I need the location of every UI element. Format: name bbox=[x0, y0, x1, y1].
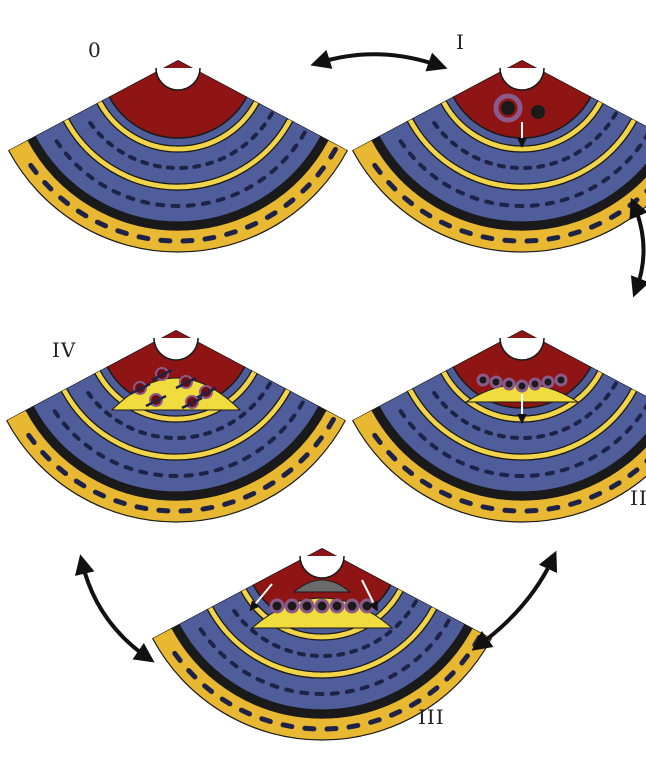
adventitia-cell bbox=[524, 508, 538, 514]
vessel-wedge-I bbox=[352, 60, 646, 252]
foam-cell bbox=[491, 377, 501, 387]
media-cell bbox=[170, 204, 180, 208]
monocyte-nucleus bbox=[501, 101, 515, 115]
foam-cell bbox=[556, 375, 566, 385]
arrow-II-to-III bbox=[478, 558, 553, 646]
foam-cell bbox=[346, 600, 358, 612]
foam-cell bbox=[517, 381, 527, 391]
arrow-I-to-II bbox=[634, 205, 644, 290]
media-cell bbox=[166, 165, 175, 170]
foam-cell bbox=[331, 600, 343, 612]
media-cell bbox=[514, 204, 524, 208]
media-cell bbox=[510, 435, 519, 440]
adventitia-cell bbox=[324, 726, 338, 732]
media-cell bbox=[314, 692, 324, 696]
adventitia-cell bbox=[158, 238, 172, 244]
media-cell bbox=[164, 435, 173, 440]
foam-cell bbox=[543, 377, 553, 387]
stage-label-IV: IV bbox=[52, 338, 76, 362]
media-cell bbox=[510, 165, 519, 170]
foam-cell bbox=[271, 600, 283, 612]
media-cell bbox=[523, 166, 532, 170]
adventitia-cell bbox=[524, 238, 538, 244]
arrow-III-to-IV bbox=[82, 562, 148, 658]
stage-label-II: II bbox=[630, 486, 646, 510]
media-cell bbox=[310, 653, 319, 658]
vessel-wedge-0 bbox=[8, 60, 347, 252]
media-cell bbox=[514, 474, 524, 478]
media-cell bbox=[323, 654, 332, 658]
foam-cell bbox=[301, 600, 313, 612]
foam-cell bbox=[504, 379, 514, 389]
foam-cell bbox=[530, 379, 540, 389]
media-cell bbox=[168, 474, 178, 478]
adventitia-cell bbox=[502, 238, 516, 244]
adventitia-cell bbox=[302, 726, 316, 732]
foam-cell bbox=[316, 600, 328, 612]
adventitia-cell bbox=[178, 508, 192, 514]
foam-cell bbox=[478, 375, 488, 385]
foam-cell bbox=[286, 600, 298, 612]
stage-label-III: III bbox=[418, 705, 445, 729]
adventitia-cell bbox=[180, 238, 194, 244]
stage-label-I: I bbox=[456, 30, 465, 54]
adventitia-cell bbox=[502, 508, 516, 514]
media-cell bbox=[177, 436, 186, 440]
lipid-particle bbox=[531, 105, 545, 119]
media-cell bbox=[523, 436, 532, 440]
arrow-0-to-I bbox=[318, 54, 440, 66]
foam-cell bbox=[361, 600, 373, 612]
adventitia-cell bbox=[156, 508, 170, 514]
vessel-wedge-II bbox=[352, 330, 646, 522]
stage-label-0: 0 bbox=[88, 38, 102, 62]
media-cell bbox=[179, 166, 188, 170]
